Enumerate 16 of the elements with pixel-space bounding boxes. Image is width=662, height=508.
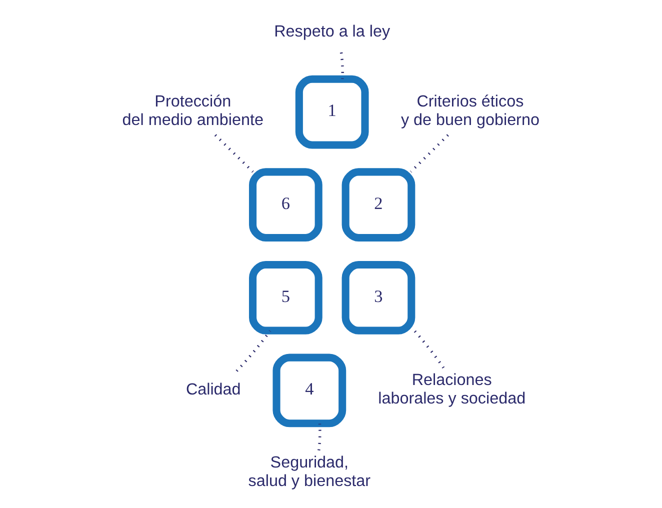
node-text: Calidad: [186, 380, 241, 398]
connector: [214, 134, 254, 172]
connector: [236, 330, 272, 372]
node-box: 1: [295, 74, 369, 148]
connector: [340, 52, 344, 78]
connector: [410, 134, 449, 172]
node-text: Protección del medio ambiente: [122, 92, 264, 129]
node-box: 3: [342, 260, 416, 334]
node-box: 4: [272, 353, 346, 427]
node-box: 5: [248, 260, 322, 334]
node-text: Seguridad, salud y bienestar: [248, 453, 371, 490]
node-text: Relaciones laborales y sociedad: [378, 370, 526, 407]
node-text: Respeto a la ley: [274, 22, 390, 40]
node-text: Criterios éticos y de buen gobierno: [400, 92, 540, 129]
node-box: 6: [248, 168, 322, 242]
node-box: 2: [342, 168, 416, 242]
